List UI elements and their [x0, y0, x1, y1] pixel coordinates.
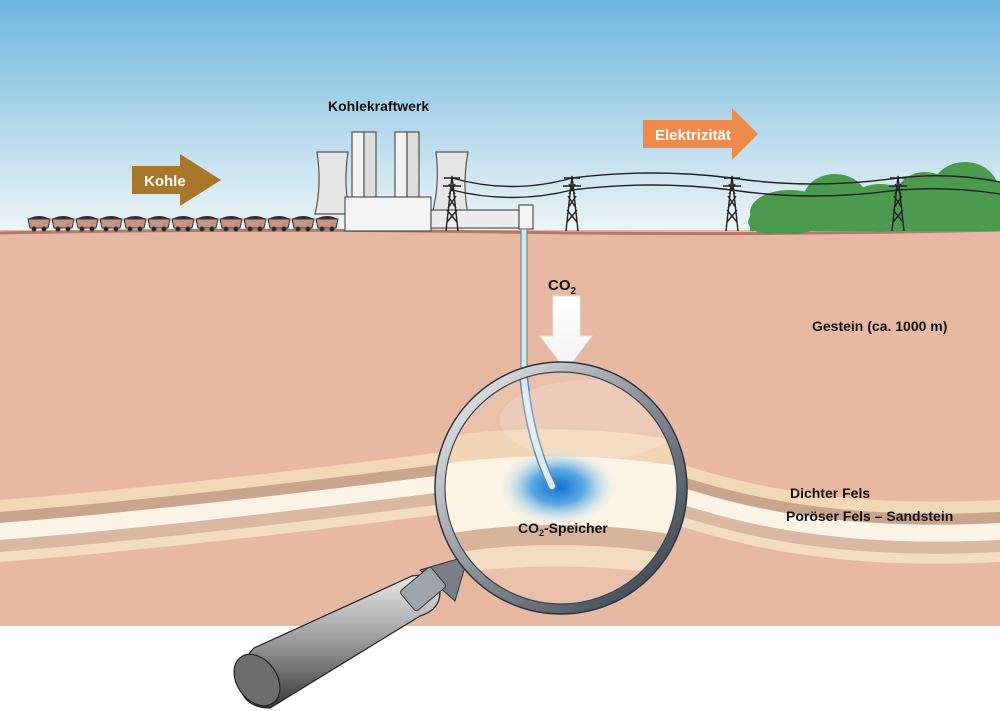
coal-wagon — [243, 216, 267, 232]
coal-wagon — [219, 216, 243, 232]
coal-wagon — [51, 216, 75, 232]
coal-wagon — [27, 216, 51, 232]
power-pylon — [443, 175, 461, 232]
coal-arrow: Kohle — [132, 154, 221, 206]
coal-wagon — [315, 216, 339, 232]
trees — [748, 162, 1000, 234]
coal-wagon — [147, 216, 171, 232]
storage-label: CO2-Speicher — [518, 520, 608, 538]
magnifier-handle — [233, 555, 469, 709]
power-plant-label: Kohlekraftwerk — [328, 98, 429, 114]
power-pylon — [723, 175, 741, 232]
co2-arrow-label: CO2 — [548, 277, 577, 297]
coal-wagon — [195, 216, 219, 232]
ground-line — [0, 228, 1000, 236]
coal-wagon — [291, 216, 315, 232]
rock-label: Gestein (ca. 1000 m) — [812, 318, 947, 334]
dense-rock-label: Dichter Fels — [790, 485, 870, 501]
coal-wagon — [267, 216, 291, 232]
coal-wagon — [123, 216, 147, 232]
coal-wagon — [171, 216, 195, 232]
coal-label: Kohle — [144, 173, 186, 190]
power-plant — [314, 131, 534, 390]
magnifying-glass: CO2-Speicher — [233, 361, 688, 709]
power-pylon — [563, 175, 581, 232]
power-pylon — [889, 175, 907, 232]
coal-wagon — [75, 216, 99, 232]
coal-wagon — [99, 216, 123, 232]
coal-train — [27, 216, 339, 232]
magnifier-ring — [435, 362, 687, 614]
dense-rock-layer — [0, 457, 1000, 525]
porous-rock-label: Poröser Fels – Sandstein — [786, 508, 953, 524]
power-line — [443, 172, 1000, 232]
co2-storage-cloud — [500, 449, 616, 525]
electricity-arrow: Elektrizität — [643, 108, 758, 160]
electricity-label: Elektrizität — [655, 127, 731, 144]
co2-arrow — [538, 295, 594, 371]
